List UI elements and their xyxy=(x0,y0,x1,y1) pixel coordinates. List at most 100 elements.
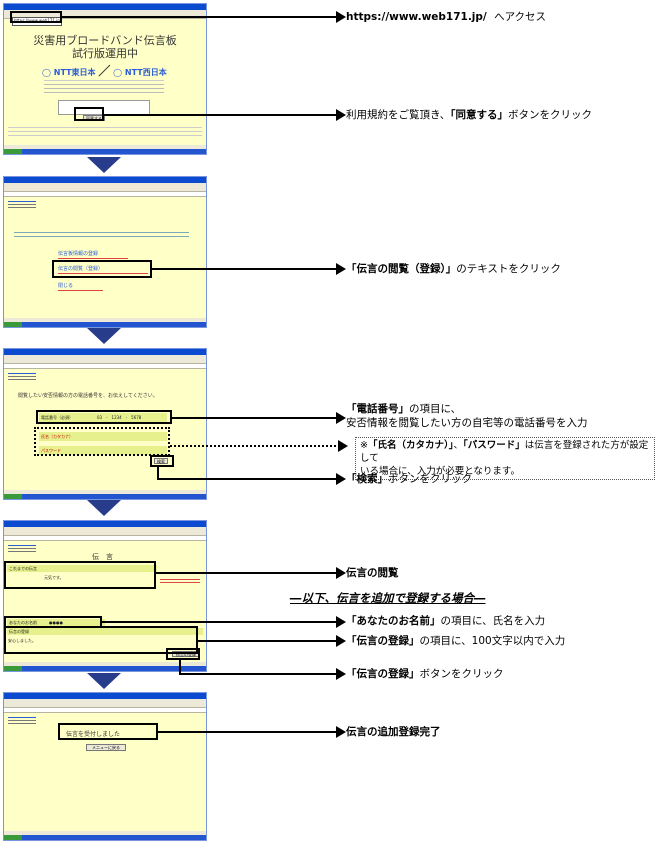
footer-text xyxy=(8,124,202,142)
ntt-logo-small xyxy=(8,371,36,385)
taskbar xyxy=(4,666,206,671)
status-bar xyxy=(4,831,206,835)
window-titlebar xyxy=(4,349,206,355)
menu-register-link[interactable]: 伝言板情報の登録 xyxy=(58,251,99,257)
status-bar xyxy=(4,662,206,666)
status-bar xyxy=(4,145,206,149)
window-titlebar xyxy=(4,4,206,10)
arrow-head xyxy=(336,616,346,628)
menu-bar xyxy=(4,527,206,530)
password-row: パスワード xyxy=(39,446,167,455)
step6-label: 伝言の閲覧 xyxy=(346,567,399,579)
menu-return-button[interactable]: メニューに戻る xyxy=(86,744,126,751)
status-bar xyxy=(4,490,206,494)
received-message: 伝言を受付しました xyxy=(66,731,121,738)
section-heading: ―以下、伝言を追加で登録する場合― xyxy=(290,591,486,605)
address-bar[interactable] xyxy=(4,364,206,369)
menu-view-link[interactable]: 伝言の閲覧（登録） xyxy=(58,266,104,272)
step9-label: 「伝言の登録」ボタンをクリック xyxy=(346,668,504,680)
name-row: 氏名（カタカナ） xyxy=(39,432,167,441)
window-titlebar xyxy=(4,177,206,183)
arrow-head xyxy=(336,635,346,647)
taskbar xyxy=(4,835,206,840)
search-highlight-box xyxy=(150,455,174,467)
taskbar xyxy=(4,149,206,154)
toolbar xyxy=(4,702,206,708)
side-note xyxy=(160,577,200,589)
ntt-logos: ◯ NTT東日本 ／ ◯ NTT西日本 xyxy=(42,64,167,78)
taskbar xyxy=(4,322,206,327)
step10-label: 伝言の追加登録完了 xyxy=(346,726,441,738)
url-highlight-box xyxy=(10,11,62,23)
arrow-head xyxy=(336,473,346,485)
optional-fields-note: ※「氏名（カタカナ）」、「パスワード」は伝言を登録された方が設定して いる場合に… xyxy=(355,437,655,480)
address-bar[interactable] xyxy=(4,708,206,713)
start-button[interactable] xyxy=(4,835,22,840)
menu-close-link[interactable]: 閉じる xyxy=(58,283,74,289)
arrow-head xyxy=(336,668,346,680)
screenshot-search-page: 閲覧したい安否情報の方の電話番号を、お伝えしてください。 電話番号（必須） 03… xyxy=(3,348,207,500)
step5-label: 「検索」ボタンをクリック xyxy=(346,473,472,485)
screenshot-top-page: https://www.web171.jp/ 災害用ブロードバンド伝言板 試行版… xyxy=(3,3,207,155)
window-titlebar xyxy=(4,693,206,699)
phone-highlight-box xyxy=(36,410,172,424)
ntt-east-logo: ◯ NTT東日本 xyxy=(42,68,96,77)
history-message: 元気です。 xyxy=(44,575,64,580)
screenshot-complete-page: 伝言を受付しました メニューに戻る xyxy=(3,692,207,841)
ntt-logo-small xyxy=(8,715,36,729)
register-textarea[interactable]: 安心しました。 xyxy=(8,638,36,643)
history-highlight-box xyxy=(4,561,156,589)
screenshot-message-page: 伝 言 これまでの伝言 元気です。 あなたのお名前 ●●●● 伝言の登録 安心し… xyxy=(3,520,207,672)
start-button[interactable] xyxy=(4,494,22,499)
toolbar xyxy=(4,530,206,536)
ntt-logo-small xyxy=(8,543,36,557)
search-intro: 閲覧したい安否情報の方の電話番号を、お伝えしてください。 xyxy=(18,393,158,399)
your-name-input[interactable]: ●●●● xyxy=(49,620,63,625)
step3-label: 「伝言の閲覧（登録）」のテキストをクリック xyxy=(346,263,561,275)
terms-text xyxy=(44,80,164,99)
menu-bar xyxy=(4,183,206,186)
agree-highlight-box xyxy=(74,107,104,121)
arrow-head xyxy=(336,567,346,579)
down-arrow-2 xyxy=(87,328,121,344)
address-bar[interactable] xyxy=(4,536,206,541)
arrow-head xyxy=(336,726,346,738)
step7-label: 「あなたのお名前」の項目に、氏名を入力 xyxy=(346,615,546,627)
register-text-highlight-box xyxy=(4,626,198,654)
register-header: 伝言の登録 xyxy=(7,628,203,635)
step2-label: 利用規約をご覧頂き、「同意する」ボタンをクリック xyxy=(346,109,593,121)
ntt-west-logo: ◯ NTT西日本 xyxy=(113,68,167,77)
arrow-head xyxy=(336,11,346,23)
register-button-highlight-box xyxy=(166,648,200,660)
system-description xyxy=(14,229,189,239)
step8-label: 「伝言の登録」の項目に、100文字以内で入力 xyxy=(346,635,566,647)
menu-bar xyxy=(4,355,206,358)
down-arrow-4 xyxy=(87,673,121,689)
down-arrow-1 xyxy=(87,157,121,173)
view-link-highlight-box xyxy=(52,260,152,278)
received-highlight-box xyxy=(58,723,158,740)
toolbar xyxy=(4,358,206,364)
history-header: これまでの伝言 xyxy=(7,565,157,572)
window-titlebar xyxy=(4,521,206,527)
start-button[interactable] xyxy=(4,322,22,327)
step1-label: https://www.web171.jp/ へアクセス xyxy=(346,11,547,23)
start-button[interactable] xyxy=(4,149,22,154)
status-bar xyxy=(4,318,206,322)
phone-input[interactable]: 03 - 1234 - 5678 xyxy=(97,415,142,420)
phone-row: 電話番号（必須） 03 - 1234 - 5678 xyxy=(39,413,167,422)
your-name-row: あなたのお名前 ●●●● xyxy=(7,619,105,626)
search-button[interactable]: 検索 xyxy=(154,458,168,464)
screenshot-menu-page: 伝言板情報の登録 伝言の閲覧（登録） 閉じる xyxy=(3,176,207,328)
message-heading: 伝 言 xyxy=(92,553,113,561)
start-button[interactable] xyxy=(4,666,22,671)
optional-fields-highlight-box xyxy=(34,427,170,456)
page-title: 災害用ブロードバンド伝言板 試行版運用中 xyxy=(33,34,177,60)
taskbar xyxy=(4,494,206,499)
arrow-head xyxy=(336,412,346,424)
terms-box xyxy=(58,100,150,115)
menu-bar xyxy=(4,699,206,702)
arrow-head xyxy=(338,440,348,452)
address-bar[interactable] xyxy=(4,192,206,197)
arrow-head xyxy=(336,109,346,121)
